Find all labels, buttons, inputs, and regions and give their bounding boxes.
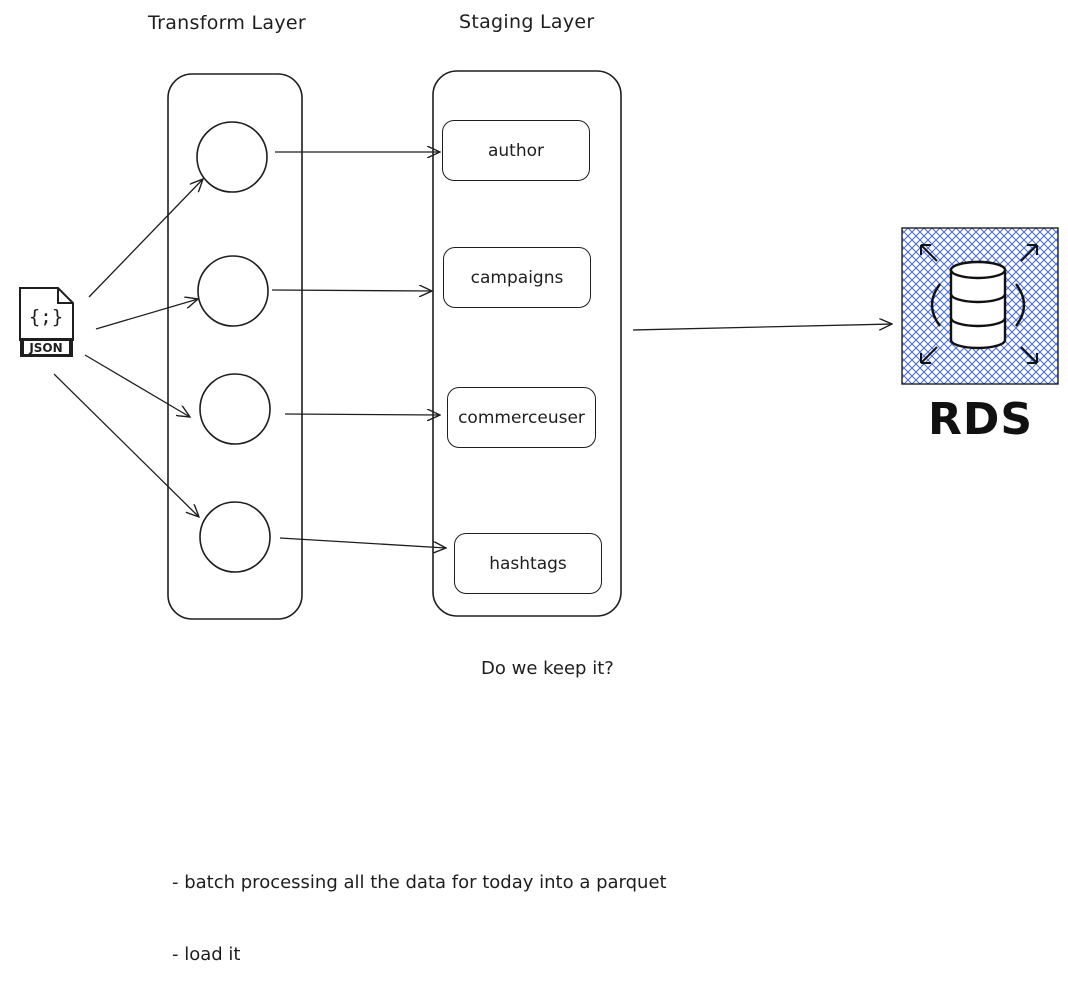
transform-layer-container: [167, 73, 303, 620]
staging-table-hashtags: hashtags: [454, 533, 602, 594]
transform-layer-title: Transform Layer: [148, 12, 307, 34]
staging-table-campaigns: campaigns: [443, 247, 591, 308]
rds-database-icon: [901, 227, 1059, 385]
staging-table-label: commerceuser: [458, 407, 585, 428]
staging-layer-container: [432, 70, 622, 617]
arrow-json-to-node-4: [53, 373, 199, 517]
arrow-json-to-node-2: [95, 299, 198, 330]
diagram-canvas: {;} JSON: [19, 70, 1059, 620]
rds-label: RDS: [928, 394, 1034, 445]
notes-list: - batch processing all the data for toda…: [172, 823, 667, 991]
transform-node-4: [199, 501, 271, 573]
arrow-json-to-node-1: [88, 179, 203, 298]
arrow-json-to-node-3: [84, 354, 190, 417]
staging-layer-title: Staging Layer: [459, 11, 595, 33]
staging-table-label: campaigns: [470, 267, 564, 288]
arrow-node-2-to-campaigns: [271, 290, 432, 291]
note-item: - batch processing all the data for toda…: [172, 872, 667, 893]
question-text: Do we keep it?: [481, 658, 614, 679]
json-file-glyph: {;}: [29, 306, 63, 328]
transform-node-1: [196, 121, 268, 193]
json-file-label: JSON: [28, 341, 62, 355]
arrow-node-4-to-hashtags: [279, 537, 446, 548]
transform-node-3: [199, 373, 271, 445]
staging-table-label: author: [487, 140, 545, 161]
staging-table-label: hashtags: [489, 553, 567, 574]
json-file-icon: [19, 287, 74, 357]
staging-table-author: author: [442, 120, 590, 181]
transform-node-2: [197, 255, 269, 327]
note-item: - load it: [172, 944, 241, 965]
staging-table-commerceuser: commerceuser: [447, 387, 596, 448]
arrow-node-3-to-commerceuser: [284, 414, 440, 415]
arrow-staging-to-rds: [632, 324, 892, 331]
